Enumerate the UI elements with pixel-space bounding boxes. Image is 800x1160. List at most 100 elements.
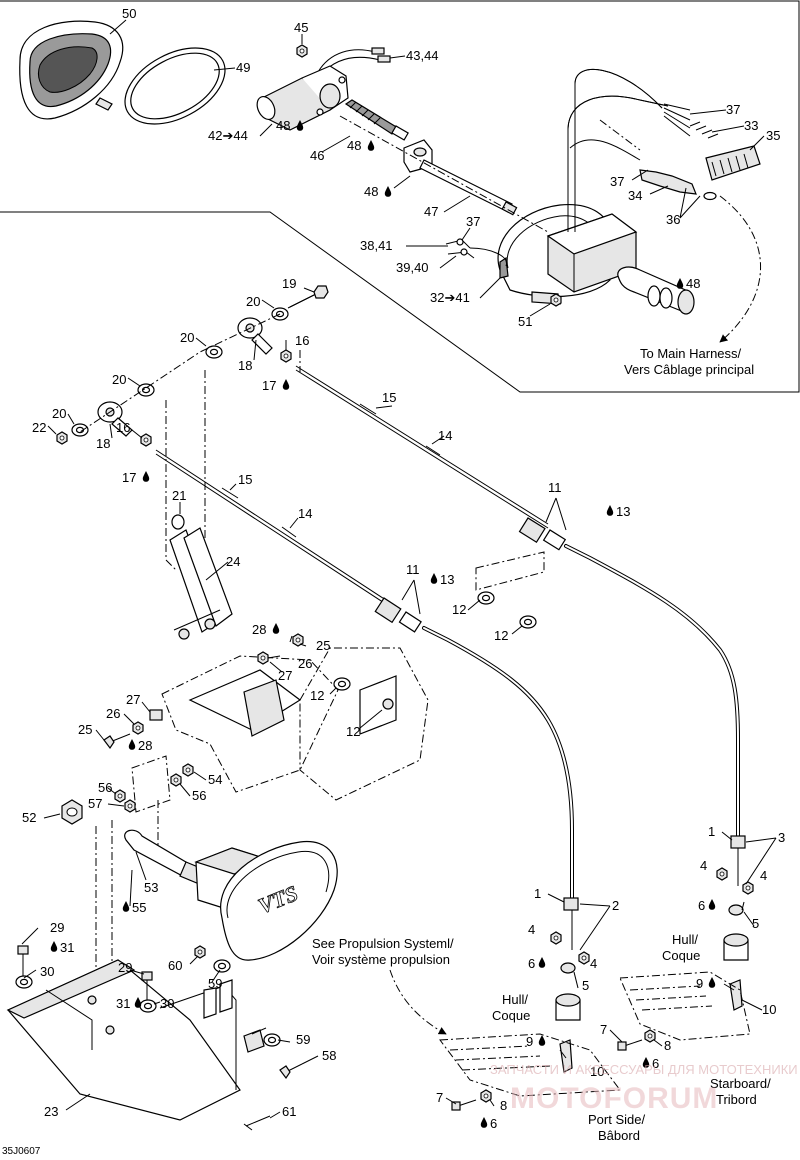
callout-31: 31 [60,940,74,955]
callout-4: 4 [528,922,535,937]
callout-59: 59 [208,976,222,991]
part-54-screw [182,763,194,777]
callout-22: 22 [32,420,46,435]
propulsion-leader [389,969,447,1035]
callout-61: 61 [282,1104,296,1119]
part-33-terminals [689,121,719,139]
part-12-washer [519,615,537,629]
callout-43-44: 43,44 [406,48,439,63]
callout-4: 4 [590,956,597,971]
callout-11: 11 [406,562,420,577]
part-37-wire-splice [445,238,507,267]
bracket-housing [161,647,429,801]
part-8-washer [644,1029,656,1043]
part-4-clip [578,951,590,965]
callout-28: 28 [252,622,266,637]
note-hull-right-1: Hull/ [672,932,698,947]
note-port-1: Port Side/ [588,1112,645,1127]
callout-24: 24 [226,554,240,569]
callout-7: 7 [600,1022,607,1037]
callout-15: 15 [238,472,252,487]
part-34-connector [639,169,717,201]
part-4-clip [550,931,562,945]
callout-33: 33 [744,118,758,133]
callout-4: 4 [700,858,707,873]
callout-16: 16 [295,333,309,348]
callout-12: 12 [310,688,324,703]
callout-6: 6 [652,1056,659,1071]
callout-14: 14 [298,506,312,521]
callout-13: 13 [616,504,630,519]
upper-clamp-dashes [475,551,545,591]
part-57-nut [124,799,136,813]
part-7-screw-port [451,1099,477,1111]
note-propulsion-2: Voir système propulsion [312,952,450,967]
callout-37: 37 [610,174,624,189]
part-16-nut [280,349,292,363]
note-starboard-1: Starboard/ [710,1076,771,1091]
part-10-rod-end-starboard [729,979,743,1011]
watermark: ЗАПЧАСТИ И АКСЕССУАРЫ ДЛЯ МОТОТЕХНИКИ MO… [490,1062,798,1115]
callout-20: 20 [246,294,260,309]
callout-14: 14 [438,428,452,443]
callout-27: 27 [278,668,292,683]
part-26-spacer [132,721,144,735]
part-hull-fitting-starboard [723,933,749,961]
callout-12: 12 [494,628,508,643]
callout-32-41: 32➔41 [430,290,470,305]
callout-57: 57 [88,796,102,811]
callout-2: 2 [612,898,619,913]
callout-50: 50 [122,6,136,21]
callout-46: 46 [310,148,324,163]
callout-52: 52 [22,810,36,825]
note-propulsion-1: See Propulsion Systeml/ [312,936,454,951]
callout-17: 17 [262,378,276,393]
callout-9: 9 [696,976,703,991]
callout-29: 29 [118,960,132,975]
callout-48: 48 [347,138,361,153]
part-hull-fitting-port [555,993,581,1021]
callout-1: 1 [534,886,541,901]
callout-11: 11 [548,480,562,495]
part-45-screw [296,44,308,58]
part-22-nut [56,431,68,445]
part-35-connector-housing [705,145,761,181]
part-59-washer [263,1033,281,1047]
callout-19: 19 [282,276,296,291]
callout-4: 4 [760,868,767,883]
part-27-bushing [149,709,163,721]
part-25-bolt [103,733,131,750]
callout-18: 18 [96,436,110,451]
starboard-nozzle-ghost [619,971,751,1041]
part-20-washer [71,423,89,437]
callout-25: 25 [316,638,330,653]
callout-56: 56 [98,780,112,795]
mount-plate-dashed [131,755,171,813]
bracket-ends [243,1029,265,1053]
callout-48: 48 [686,276,700,291]
callout-16: 16 [116,420,130,435]
callout-12: 12 [346,724,360,739]
part-4-clip [716,867,728,881]
note-hull-right-2: Coque [662,948,700,963]
part-8-washer [480,1089,492,1103]
callout-29: 29 [50,920,64,935]
callout-36: 36 [666,212,680,227]
callout-54: 54 [208,772,222,787]
part-49-gasket [124,47,226,125]
part-5-spacer-starboard [728,904,744,916]
callout-59: 59 [296,1032,310,1047]
callout-53: 53 [144,880,158,895]
callout-35: 35 [766,128,780,143]
callout-48: 48 [276,118,290,133]
leader-lines [21,19,777,1119]
callout-45: 45 [294,20,308,35]
part-18-ball-joint-lower [97,401,133,437]
callout-6: 6 [490,1116,497,1131]
callout-49: 49 [236,60,250,75]
part-51-bolt [550,293,562,307]
callout-12: 12 [452,602,466,617]
callout-30: 30 [40,964,54,979]
actuator-assembly [497,203,695,315]
